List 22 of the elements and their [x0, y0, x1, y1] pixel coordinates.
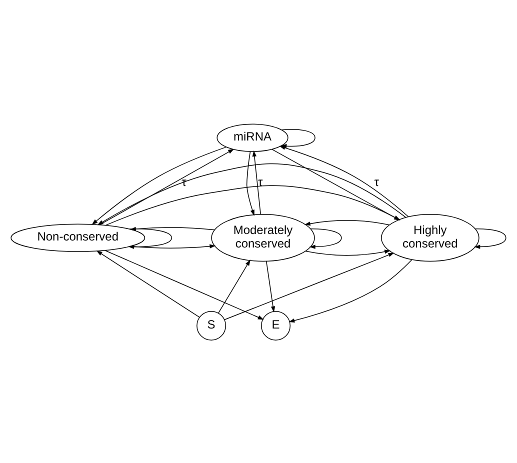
arrow: [218, 259, 250, 313]
node-circle: E: [261, 310, 290, 340]
arrow: [309, 228, 342, 248]
arrow: [246, 150, 254, 216]
arrow: [252, 150, 261, 214]
edge-label: τ: [374, 174, 379, 188]
arrow: [272, 148, 400, 220]
arrow: [224, 252, 394, 320]
arrow: [130, 226, 215, 231]
arrow: [288, 258, 412, 322]
edge-label: τ: [258, 174, 263, 188]
arrow: [266, 260, 276, 312]
arrow: [96, 250, 200, 318]
arrow: [105, 184, 400, 226]
arrow: [97, 162, 406, 225]
arrow: [305, 249, 391, 256]
node-ellipse: Non-conserved: [10, 223, 146, 252]
arrow: [474, 228, 506, 248]
arrow: [304, 220, 390, 226]
arrow: [104, 250, 264, 320]
node-circle: S: [196, 310, 226, 340]
arrow: [279, 145, 409, 217]
